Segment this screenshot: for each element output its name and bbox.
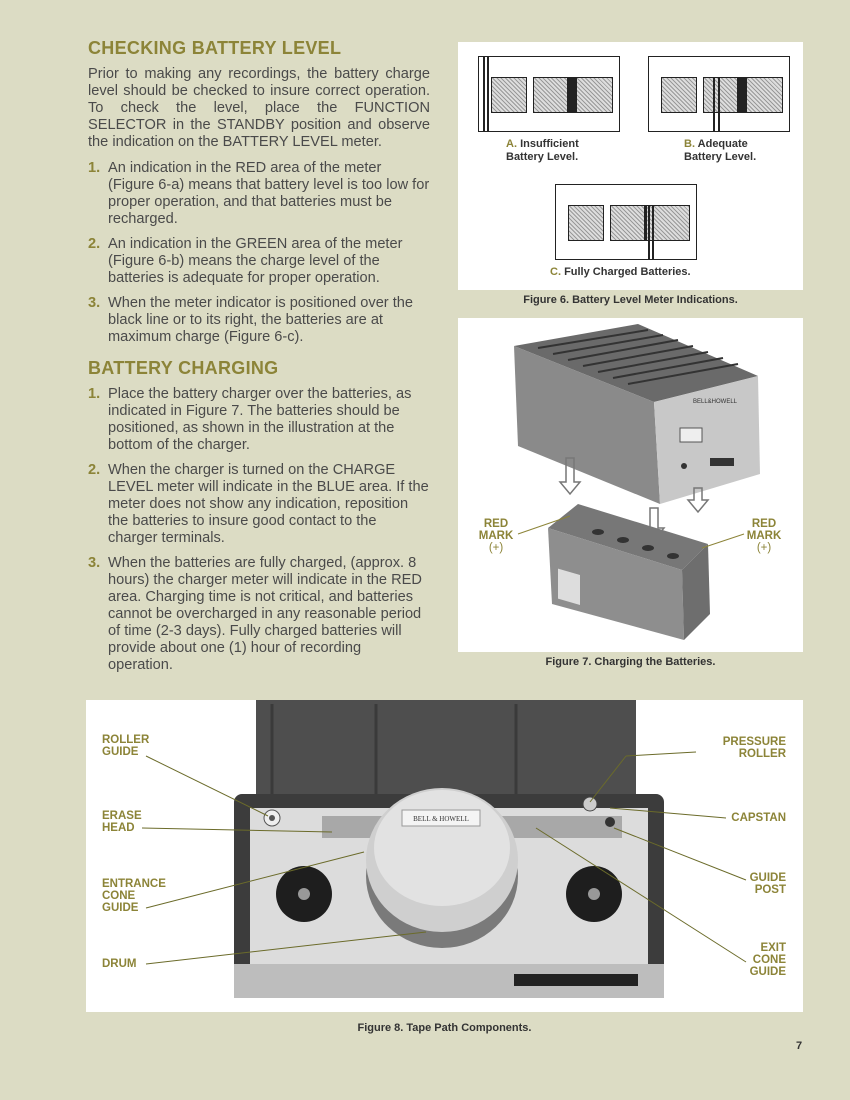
- meter-window: [491, 77, 527, 113]
- page-number: 7: [796, 1040, 803, 1052]
- checking-steps: 1.An indication in the RED area of the m…: [88, 160, 430, 354]
- drum-badge-text: BELL & HOWELL: [413, 815, 469, 823]
- list-item: 1.Place the battery charger over the bat…: [88, 386, 412, 453]
- recorder-illustration: BELL & HOWELL: [141, 700, 747, 998]
- meter-black-line: [737, 77, 747, 113]
- meter-needle: [487, 57, 489, 131]
- figure6-caption: Figure 6. Battery Level Meter Indication…: [523, 294, 738, 306]
- meter-needle: [652, 205, 654, 259]
- label-capstan: CAPSTAN: [731, 812, 786, 824]
- list-item: 3.When the batteries are fully charged, …: [88, 555, 422, 673]
- meter-needle: [648, 205, 650, 259]
- meter-black-line: [644, 205, 647, 241]
- figure8-caption: Figure 8. Tape Path Components.: [357, 1022, 532, 1034]
- meter-a: [478, 56, 620, 132]
- meter-b: [648, 56, 790, 132]
- meter-black-line: [567, 77, 577, 113]
- list-item: 2.When the charger is turned on the CHAR…: [88, 462, 429, 546]
- heading-battery-charging: BATTERY CHARGING: [88, 358, 279, 378]
- list-item: 2.An indication in the GREEN area of the…: [88, 236, 403, 286]
- meter-window: [610, 205, 690, 241]
- charger-illustration: BELL&HOWELL: [514, 324, 760, 640]
- meter-c: [555, 184, 697, 260]
- label-drum: DRUM: [102, 958, 137, 970]
- checking-intro: Prior to making any recordings, the batt…: [88, 66, 430, 150]
- meter-window: [568, 205, 604, 241]
- list-item: 3.When the meter indicator is positioned…: [88, 295, 414, 345]
- charging-steps: 1.Place the battery charger over the bat…: [88, 386, 430, 682]
- meter-c-label: C. Fully Charged Batteries.: [550, 266, 691, 278]
- meter-needle: [483, 57, 485, 131]
- meter-needle: [713, 77, 715, 131]
- svg-text:BELL&HOWELL: BELL&HOWELL: [693, 399, 738, 405]
- figure7-caption: Figure 7. Charging the Batteries.: [545, 656, 716, 668]
- list-item: 1.An indication in the RED area of the m…: [88, 160, 430, 227]
- meter-needle: [718, 77, 720, 131]
- meter-window: [661, 77, 697, 113]
- heading-checking-battery-level: CHECKING BATTERY LEVEL: [88, 38, 342, 58]
